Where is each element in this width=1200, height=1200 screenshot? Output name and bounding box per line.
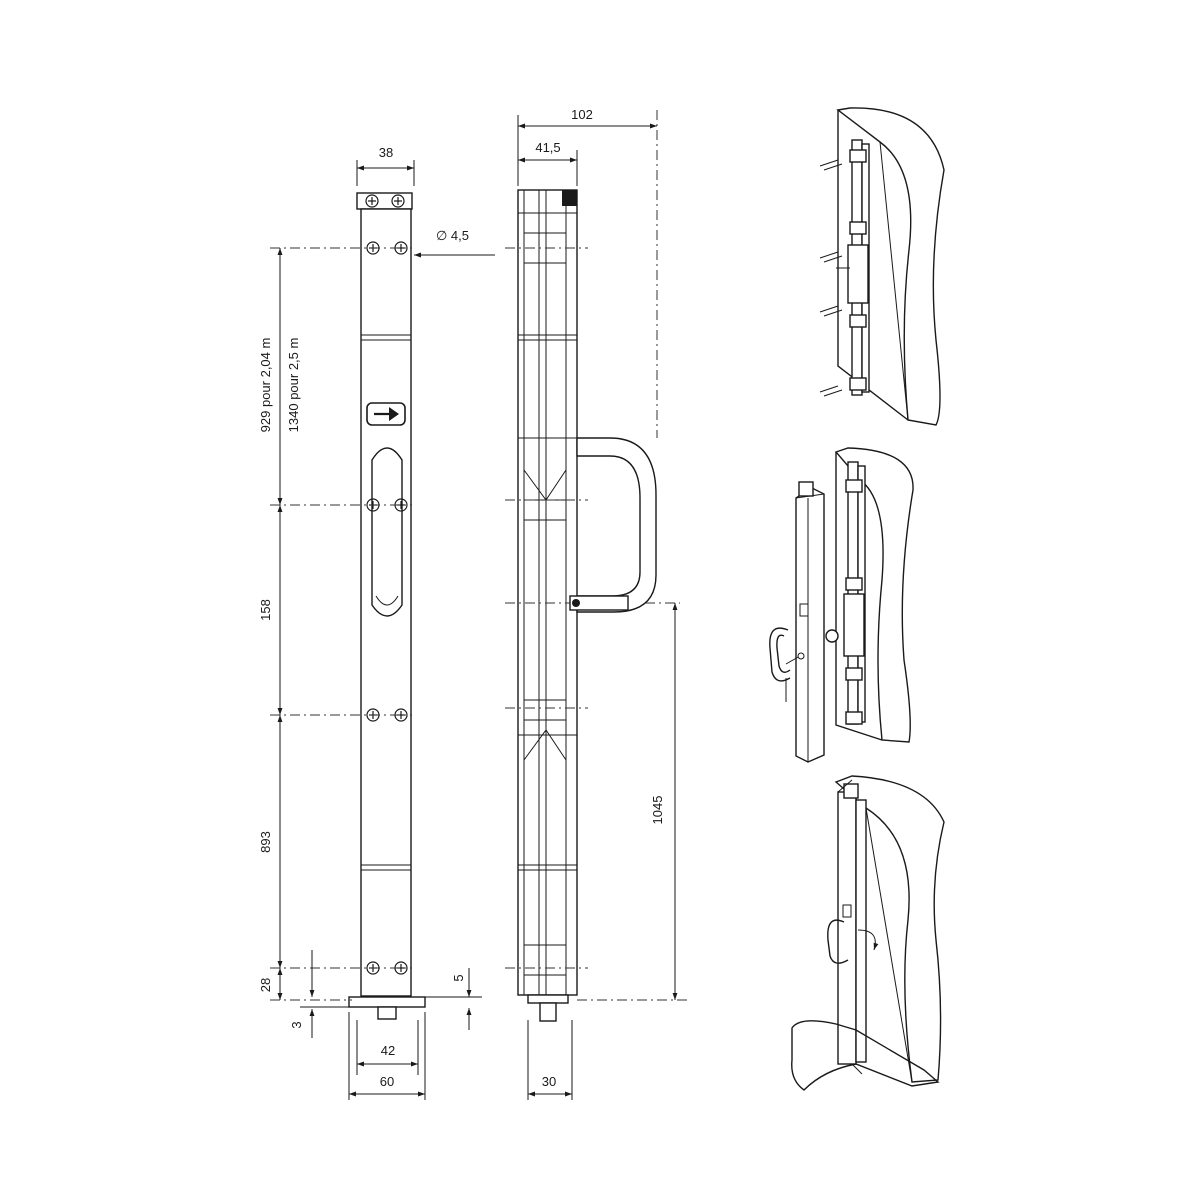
- dim-side-body: 41,5: [535, 140, 560, 155]
- bolt-slot: [371, 447, 403, 617]
- side-profile: [517, 189, 578, 996]
- screw-head-icon: [391, 194, 405, 208]
- dim-base-outer: 60: [380, 1074, 394, 1089]
- top-block: [562, 190, 577, 206]
- installation-view-1: [819, 107, 945, 426]
- dim-length-short: 929 pour 2,04 m: [258, 338, 273, 433]
- floor-base-plate: [348, 996, 426, 1008]
- dim-base-inner: 42: [381, 1043, 395, 1058]
- installation-view-2: [769, 447, 914, 763]
- dim-base-thickness: 3: [289, 1021, 304, 1028]
- side-bolt-tip: [539, 1002, 557, 1022]
- dim-side-base: 30: [542, 1074, 556, 1089]
- handle: [576, 437, 657, 613]
- side-dimensions: [517, 110, 688, 1100]
- screw-head-icon: [365, 194, 379, 208]
- dim-side-total: 102: [571, 107, 593, 122]
- dim-handle-height: 1045: [650, 796, 665, 825]
- installation-view-3: [791, 775, 945, 1091]
- dim-front-width: 38: [379, 145, 393, 160]
- side-view: [505, 189, 680, 1022]
- bolt-tip: [377, 1006, 397, 1020]
- dim-hole-diameter: ∅ 4,5: [436, 228, 469, 243]
- dim-spacing-mid: 158: [258, 599, 273, 621]
- dim-length-long: 1340 pour 2,5 m: [286, 338, 301, 433]
- side-base: [527, 994, 569, 1004]
- handle-hinge: [569, 595, 629, 611]
- dim-bottom-offset: 28: [258, 978, 273, 992]
- dim-spacing-low: 893: [258, 831, 273, 853]
- front-view: [348, 192, 426, 1020]
- front-bar: [360, 208, 412, 997]
- dim-base-gap: 5: [451, 974, 466, 981]
- front-dimensions: [270, 160, 495, 1100]
- arrow-right-icon: [366, 402, 406, 426]
